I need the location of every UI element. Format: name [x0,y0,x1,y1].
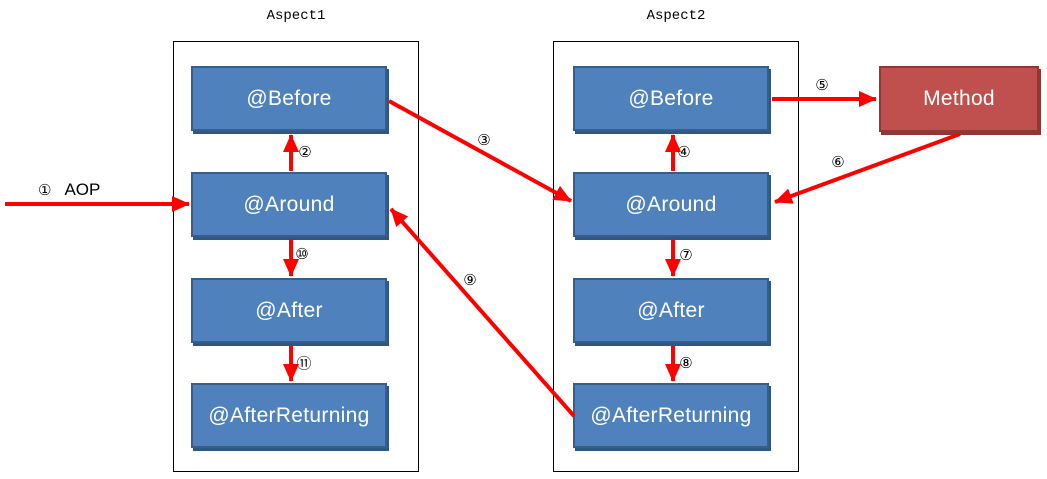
aspect2-title: Aspect2 [646,8,706,24]
method-box: Method [879,66,1039,132]
arrow-label-10: ⑩ [295,245,309,263]
aspect2-around-box: @Around [573,172,769,237]
arrow-6-method-to-aspect2-around [774,132,961,204]
aspect2-after-box: @After [573,278,769,343]
arrow-label-8: ⑧ [679,354,693,372]
arrow-label-2: ② [298,143,312,161]
arrow-label-1: ① AOP [38,180,100,200]
arrow-label-6: ⑥ [831,153,845,171]
aspect1-before-box: @Before [191,66,387,131]
circled-1-glyph: ① [38,181,52,199]
arrow-label-11: ⑪ [296,354,312,373]
aop-caption: AOP [64,180,101,199]
arrow-label-7: ⑦ [679,246,693,264]
arrow-label-3: ③ [477,131,491,149]
arrow-label-9: ⑨ [463,271,477,289]
arrow-label-5: ⑤ [815,76,829,94]
aspect2-before-box: @Before [573,66,769,131]
aspect1-around-box: @Around [191,172,387,237]
aspect1-title: Aspect1 [266,8,326,24]
arrow-label-4: ④ [677,143,691,161]
aspect1-after-box: @After [191,278,387,343]
aspect1-afterreturning-box: @AfterReturning [191,383,387,448]
aspect2-afterreturning-box: @AfterReturning [573,383,769,448]
